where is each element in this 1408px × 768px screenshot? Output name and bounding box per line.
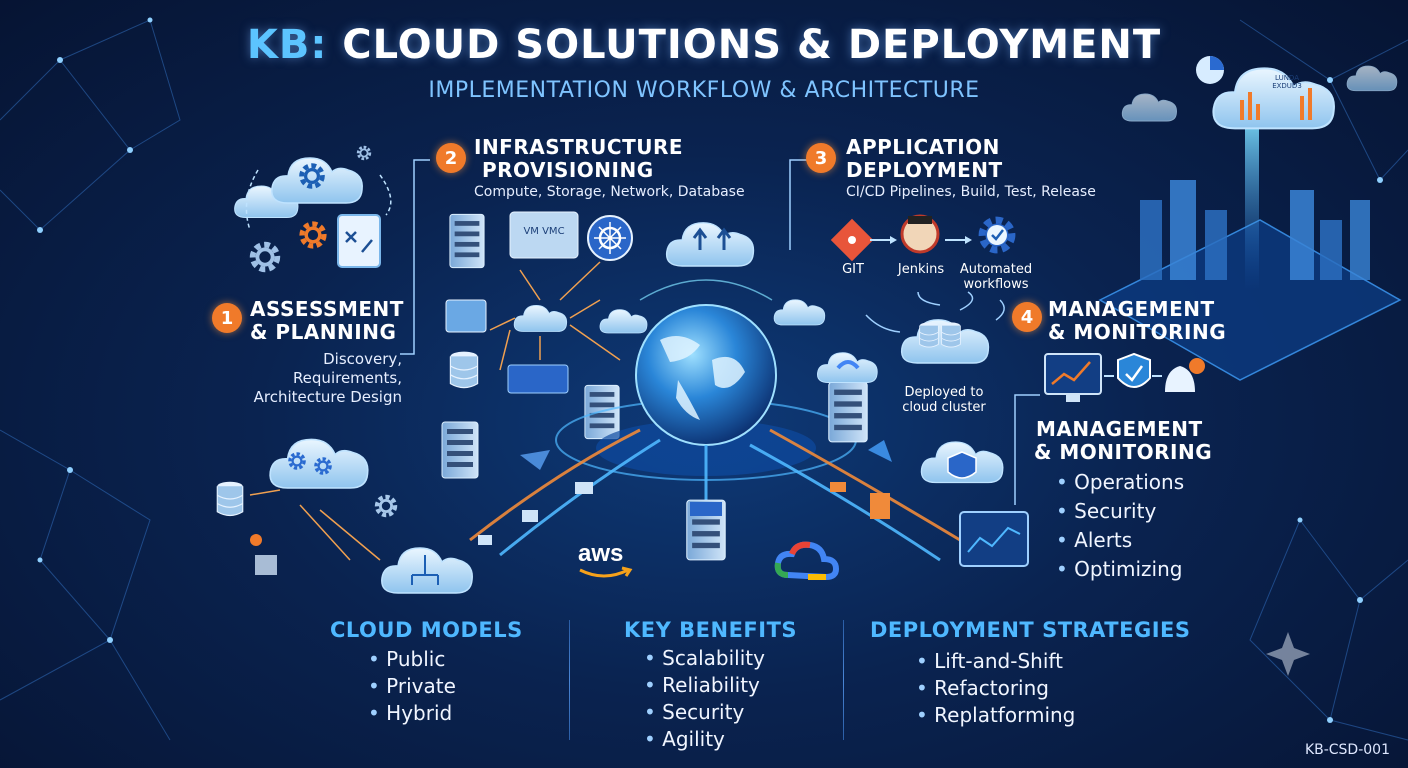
- list-item: Security: [1056, 497, 1184, 526]
- dashboard-tag-line2: EXDUD3: [1272, 82, 1302, 90]
- step-3-title-line2: DEPLOYMENT: [846, 158, 1003, 182]
- deployment-strategies-list: Lift-and-Shift Refactoring Replatforming: [916, 648, 1075, 729]
- step-2-title: INFRASTRUCTURE PROVISIONING: [474, 136, 683, 182]
- list-item: Private: [368, 673, 456, 700]
- automated-label-1: Automated: [959, 262, 1033, 277]
- step-2-description: Compute, Storage, Network, Database: [474, 184, 745, 200]
- step-1-title-line2: & PLANNING: [250, 320, 397, 344]
- step-2-title-line2: PROVISIONING: [482, 158, 654, 182]
- automated-label-2: workflows: [963, 277, 1029, 292]
- section-divider: [843, 620, 844, 740]
- list-item: Operations: [1056, 468, 1184, 497]
- page-subtitle: IMPLEMENTATION WORKFLOW & ARCHITECTURE: [428, 78, 980, 103]
- step-1-description: Discovery, Requirements, Architecture De…: [210, 350, 402, 407]
- list-item: Alerts: [1056, 526, 1184, 555]
- list-item: Public: [368, 646, 456, 673]
- step-3-number: 3: [806, 143, 836, 173]
- step-3-title-line1: APPLICATION: [846, 135, 1000, 159]
- cloud-models-list: Public Private Hybrid: [368, 646, 456, 727]
- list-item: Optimizing: [1056, 555, 1184, 584]
- aws-logo: aws: [578, 540, 624, 567]
- document-code: KB-CSD-001: [1304, 742, 1390, 758]
- step-2-title-line1: INFRASTRUCTURE: [474, 135, 684, 159]
- list-item: Security: [644, 699, 765, 726]
- step-1-desc-line: Discovery,: [323, 350, 402, 368]
- step-1-title: ASSESSMENT & PLANNING: [250, 298, 404, 344]
- list-item: Replatforming: [916, 702, 1075, 729]
- management-list: Operations Security Alerts Optimizing: [1056, 468, 1184, 584]
- jenkins-label: Jenkins: [897, 262, 945, 277]
- step-1-number: 1: [212, 303, 242, 333]
- step-3-title: APPLICATION DEPLOYMENT: [846, 136, 1003, 182]
- title-prefix: KB:: [246, 22, 328, 68]
- page-title: KB: CLOUD SOLUTIONS & DEPLOYMENT: [0, 22, 1408, 68]
- step-4-title: MANAGEMENT & MONITORING: [1048, 298, 1226, 344]
- list-item: Lift-and-Shift: [916, 648, 1075, 675]
- management-title: MANAGEMENT & MONITORING: [1034, 418, 1212, 464]
- list-item: Agility: [644, 726, 765, 753]
- step-1-title-line1: ASSESSMENT: [250, 297, 404, 321]
- cloud-models-title: CLOUD MODELS: [330, 618, 523, 642]
- vm-label: VM VMC: [510, 226, 578, 237]
- management-title-line2: & MONITORING: [1034, 440, 1213, 464]
- step-2-number: 2: [436, 143, 466, 173]
- vm-label-2: VMC: [542, 226, 565, 237]
- deployment-strategies-title: DEPLOYMENT STRATEGIES: [870, 618, 1191, 642]
- step-4-number: 4: [1012, 302, 1042, 332]
- title-main: CLOUD SOLUTIONS & DEPLOYMENT: [342, 22, 1162, 68]
- deployed-label-1: Deployed to: [904, 385, 984, 400]
- step-1-desc-line: Requirements,: [292, 369, 402, 387]
- step-4-title-line1: MANAGEMENT: [1048, 297, 1215, 321]
- vm-label-1: VM: [523, 226, 539, 237]
- deployed-cluster-label: Deployed to cloud cluster: [896, 385, 992, 415]
- list-item: Refactoring: [916, 675, 1075, 702]
- management-title-line1: MANAGEMENT: [1036, 417, 1203, 441]
- dashboard-tag: LUNDA EXDUD3: [1262, 74, 1312, 90]
- step-1-desc-line: Architecture Design: [253, 388, 402, 406]
- list-item: Hybrid: [368, 700, 456, 727]
- automated-workflows-label: Automated workflows: [950, 262, 1042, 292]
- deployed-label-2: cloud cluster: [902, 400, 986, 415]
- list-item: Reliability: [644, 672, 765, 699]
- key-benefits-list: Scalability Reliability Security Agility: [644, 645, 765, 753]
- list-item: Scalability: [644, 645, 765, 672]
- aws-smile-icon: [579, 566, 633, 578]
- step-4-title-line2: & MONITORING: [1048, 320, 1227, 344]
- key-benefits-title: KEY BENEFITS: [624, 618, 798, 642]
- git-label: GIT: [842, 262, 864, 277]
- dashboard-tag-line1: LUNDA: [1275, 74, 1299, 82]
- section-divider: [569, 620, 570, 740]
- step-3-description: CI/CD Pipelines, Build, Test, Release: [846, 184, 1096, 200]
